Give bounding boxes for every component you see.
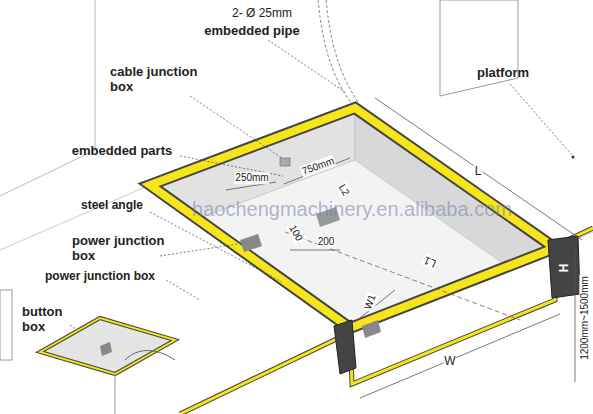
leader-line [160, 244, 238, 256]
embedded-part [362, 320, 381, 338]
leader-dot [572, 156, 575, 159]
platform-edge [350, 254, 555, 384]
platform-edge [350, 254, 555, 384]
dimension-line [575, 250, 576, 382]
dimension-line [360, 314, 560, 398]
leader-line [190, 96, 282, 158]
dimension-line [285, 232, 520, 320]
part-name: power junction box [45, 270, 155, 284]
part-name: cable junction box [110, 65, 210, 95]
power-junction-box [240, 234, 262, 252]
platform-edge [180, 334, 347, 414]
dimension-text: 200 [317, 236, 336, 248]
leader-line [268, 40, 345, 92]
dimension-text: H [558, 264, 572, 273]
leader-line [510, 84, 572, 155]
steel-angle [150, 108, 555, 328]
inset-pit [0, 290, 175, 414]
part-name: steel angle [81, 199, 143, 213]
part-name: embedded pipe [204, 24, 299, 39]
dimension-text: W [443, 355, 456, 369]
cable-junction-box [280, 158, 290, 166]
dimension-text: 1200mm~1500mm [579, 275, 591, 361]
wall-edge [0, 0, 95, 196]
leader-line [166, 280, 200, 300]
embedded-pipe [326, 0, 358, 102]
dimension-text: 250mm [234, 172, 269, 184]
part-name: power junction box [72, 234, 172, 264]
pipe-dimension: 2- Ø 25mm [232, 7, 292, 21]
dimension-text: L [474, 165, 483, 179]
steel-angle-outline [150, 108, 555, 328]
part-name: embedded parts [72, 144, 172, 159]
pit-interior [150, 108, 555, 380]
button-box [334, 320, 356, 374]
watermark: haochengmachinery.en.alibaba.com [192, 198, 512, 221]
dimension-line [355, 290, 395, 322]
building-block [440, 0, 518, 96]
part-name: platform [477, 66, 529, 81]
part-name: button box [22, 305, 70, 335]
leader-line [150, 212, 282, 282]
platform-edge [180, 334, 347, 414]
